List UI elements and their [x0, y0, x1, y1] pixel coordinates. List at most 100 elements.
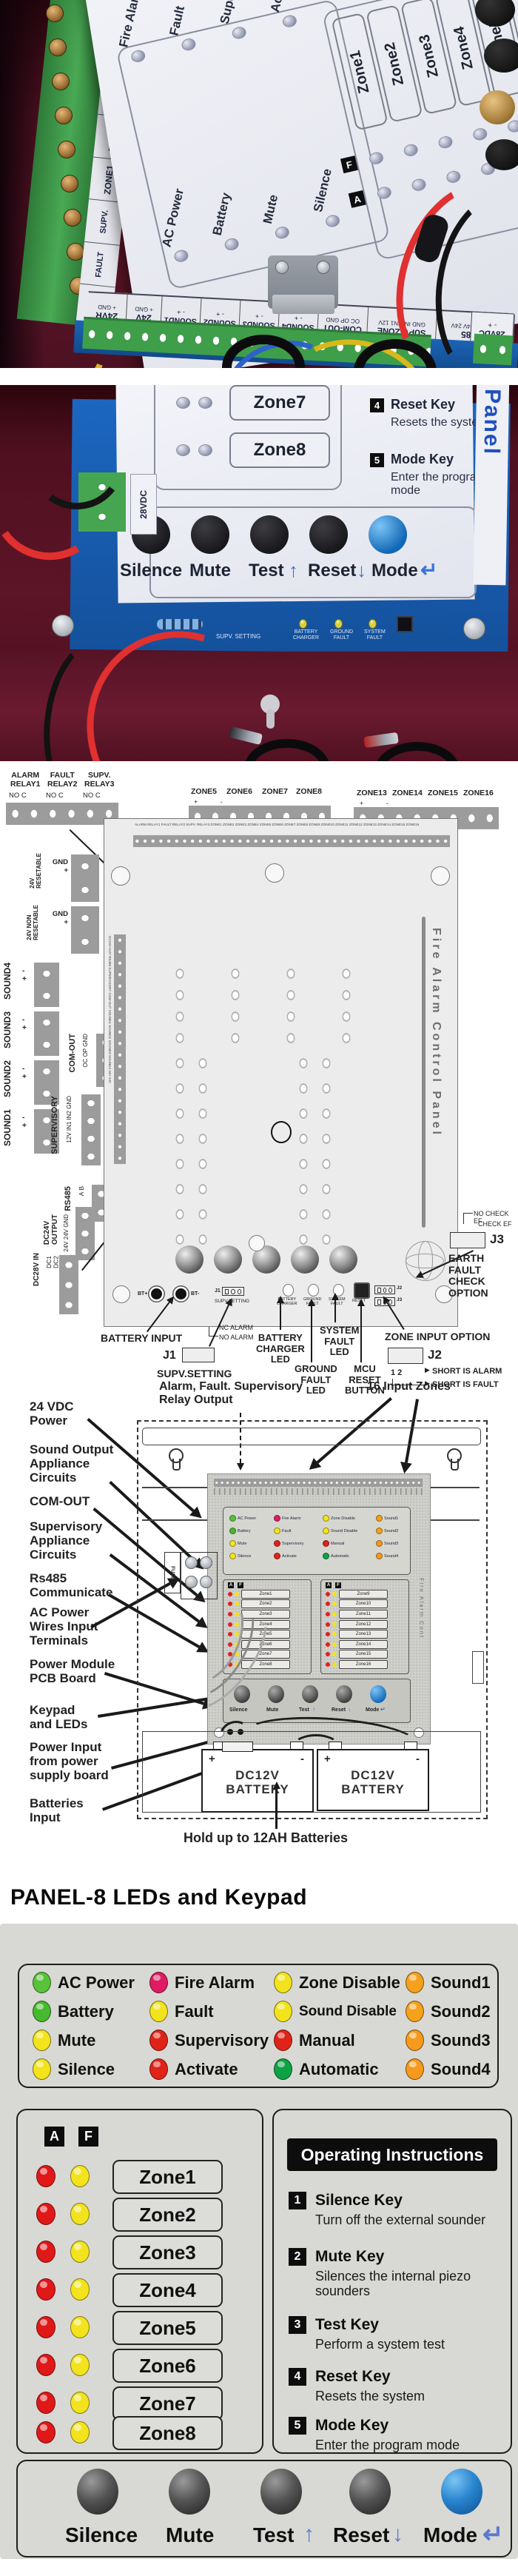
j3-jumper-icon: [450, 1232, 485, 1248]
relay-pins: NO C: [83, 792, 101, 800]
panel-button: [484, 39, 518, 73]
reset-button-label: Reset: [308, 561, 357, 581]
mute-button-label: Mute: [189, 561, 231, 581]
left-block-label: RS485: [64, 1186, 73, 1211]
terminal-screw: [58, 141, 75, 158]
left-block-label: SOUND2: [2, 1060, 13, 1098]
terminal-screw: [61, 175, 78, 193]
mute-label: Mute: [260, 193, 281, 225]
legend-label: Zone Disable: [299, 1973, 400, 1992]
mini-key-label: Mute: [266, 1707, 279, 1713]
terminal-screw: [52, 73, 70, 90]
zone-group-label: ZONE5: [191, 787, 218, 796]
j3-ref-small: J3: [397, 1297, 403, 1302]
enclosure-label-power-input: Power Input from power supply board: [30, 1740, 109, 1783]
mini-bt-terminal: [227, 1729, 233, 1735]
left-block-pins: GND +: [52, 858, 68, 874]
mute-button[interactable]: [169, 2469, 210, 2515]
zone-label: Zone2: [139, 2203, 196, 2226]
instruction-number: 3: [289, 2316, 306, 2334]
enclosure-label-sound-output: Sound Output Appliance Circuits: [30, 1442, 114, 1485]
zone-group-label: ZONE6: [226, 787, 253, 796]
mini-legend-label: Sound4: [384, 1553, 399, 1559]
mode-button[interactable]: [441, 2469, 482, 2515]
silence-button[interactable]: [77, 2469, 118, 2515]
legend-item: Zone Disable: [274, 1972, 406, 1993]
mcu-reset-button: [397, 616, 413, 632]
mute-led: [274, 225, 291, 241]
legend-label: Fault: [175, 2001, 214, 2021]
mini-led: [274, 1553, 280, 1559]
mode-arrow-icon: ↵: [482, 2520, 504, 2549]
left-block-label: DC28V IN: [33, 1253, 41, 1287]
mini-board-title: Fire Alarm Cont: [418, 1578, 426, 1639]
zone-alarm-led: [36, 2278, 56, 2301]
zone-alarm-led: [36, 2203, 56, 2225]
mini-legend-label: Fire Alarm: [282, 1516, 301, 1521]
left-block-pins: A B: [78, 1186, 85, 1197]
silence-led: [33, 2058, 51, 2080]
keyhole-mount-stem: [266, 709, 275, 729]
reset-button[interactable]: [309, 515, 348, 554]
test-button[interactable]: [250, 515, 289, 554]
mode-button[interactable]: [369, 515, 407, 554]
board-title: Fire Alarm Control Panel: [429, 928, 443, 1137]
zone-label: Zone8: [139, 2421, 196, 2444]
instruction-title: Mode Key: [315, 2417, 389, 2434]
left-terminal-block: [34, 963, 59, 1007]
relay-pins: NO C: [9, 792, 27, 800]
pcb-top-edge-text: ALARM RELAY1 FAULT RELAY2 SUPV. RELAY3 Z…: [135, 823, 420, 826]
legend-label: Manual: [299, 2030, 355, 2050]
enclosure-label-com-out: COM-OUT: [30, 1494, 90, 1508]
zone-row: Zone1: [18, 2156, 262, 2194]
system-fault-led-label: SYSTEM FAULT LED: [320, 1325, 360, 1358]
legend-label: Sound2: [431, 2001, 491, 2021]
reset-arrow-icon: ↓: [392, 2522, 403, 2546]
instruction-desc: Enter the program mode: [315, 2438, 460, 2452]
panel-recess-line: [142, 1487, 207, 1488]
j2-opt-alarm: SHORT IS ALARM: [432, 1367, 502, 1376]
mini-corner-hole: [214, 1727, 224, 1738]
zone-label: Zone7: [253, 392, 306, 412]
zone-pill: Zone5: [112, 2311, 223, 2345]
zone-label: Zone1: [139, 2165, 196, 2188]
j2-arrowhead: ▶: [425, 1379, 430, 1387]
zone-f-led: [471, 127, 488, 142]
j3-opt-check: CHECK EF: [478, 1220, 512, 1228]
battery-label: Battery: [209, 191, 234, 237]
zone-a-led: [376, 185, 393, 201]
zone-label: Zone3: [415, 33, 442, 79]
terminal-screw: [55, 107, 73, 124]
zone-group-label: ZONE8: [296, 787, 323, 796]
instruction-title: Silence Key: [315, 2192, 403, 2209]
mini-led: [274, 1540, 280, 1547]
note-title: Reset Key: [391, 397, 456, 412]
zone-led-pairs-right: [292, 1051, 338, 1253]
legend-item: Silence: [33, 2058, 149, 2080]
pcb-screw: [463, 618, 485, 640]
photo-board: ZONE5 ZONE4 ZONE3 ZONE2 ZONE1 SUPV. FAUL…: [0, 0, 518, 368]
battery-input-label: BATTERY INPUT: [101, 1332, 183, 1344]
legend-item: Sound2: [406, 2001, 502, 2022]
mute-led: [33, 2030, 51, 2051]
zone-fault-led: [70, 2278, 90, 2301]
mini-key-button: [268, 1685, 284, 1703]
left-block-label: 24V NON RESETABLE: [26, 905, 39, 940]
panel-button: [475, 0, 515, 27]
pcb-label-ground-fault: GROUND FAULT: [330, 629, 354, 640]
mini-legend-label: AC Power: [238, 1516, 257, 1521]
mini-key-button: [234, 1685, 250, 1703]
zone-group-label: ZONE13: [357, 789, 387, 797]
zone-label: Zone8: [253, 440, 306, 460]
reset-button[interactable]: [349, 2469, 391, 2515]
zone-fault-led: [70, 2354, 90, 2376]
zone-f-led: [437, 135, 454, 150]
pcb-label-battery-charger: BATTERY CHARGER: [293, 629, 320, 640]
test-button[interactable]: [260, 2469, 302, 2515]
mute-button[interactable]: [191, 515, 229, 554]
sound3-led: [406, 2030, 424, 2051]
ac-screw: [200, 1576, 212, 1588]
panel-recess-line: [426, 1519, 480, 1521]
